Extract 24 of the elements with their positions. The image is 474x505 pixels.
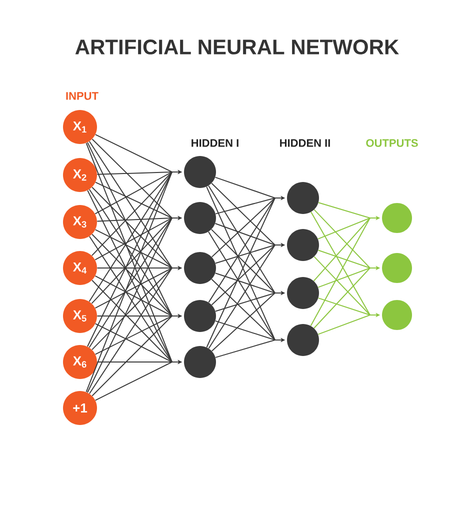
neuron-circle [287, 229, 319, 261]
input-neuron: X$_{5}$ [63, 299, 97, 333]
neuron-circle [184, 346, 216, 378]
layer-label: OUTPUTS [366, 139, 418, 147]
input-neuron: X$_{3}$ [63, 205, 97, 239]
neuron-circle [184, 300, 216, 332]
neuron-circle [184, 156, 216, 188]
input-neuron: X$_{1}$ [63, 110, 97, 144]
layer-label: HIDDEN II [280, 139, 330, 147]
neuron-circle [184, 202, 216, 234]
neuron-circle [382, 253, 412, 283]
neuron-circle [184, 252, 216, 284]
neuron-circle [287, 277, 319, 309]
input-neuron: X$_{4}$ [63, 251, 97, 285]
neuron-circle [287, 182, 319, 214]
neuron-circle [382, 300, 412, 330]
neuron-circle [287, 324, 319, 356]
layer-label: INPUT [66, 92, 98, 100]
input-neuron: X$_{2}$ [63, 158, 97, 192]
title: ARTIFICIAL NEURAL NETWORK [75, 40, 399, 54]
neuron-circle [382, 203, 412, 233]
input-neuron: X$_{6}$ [63, 345, 97, 379]
input-neuron: +1 [63, 391, 97, 425]
layer-label: HIDDEN I [192, 139, 238, 147]
